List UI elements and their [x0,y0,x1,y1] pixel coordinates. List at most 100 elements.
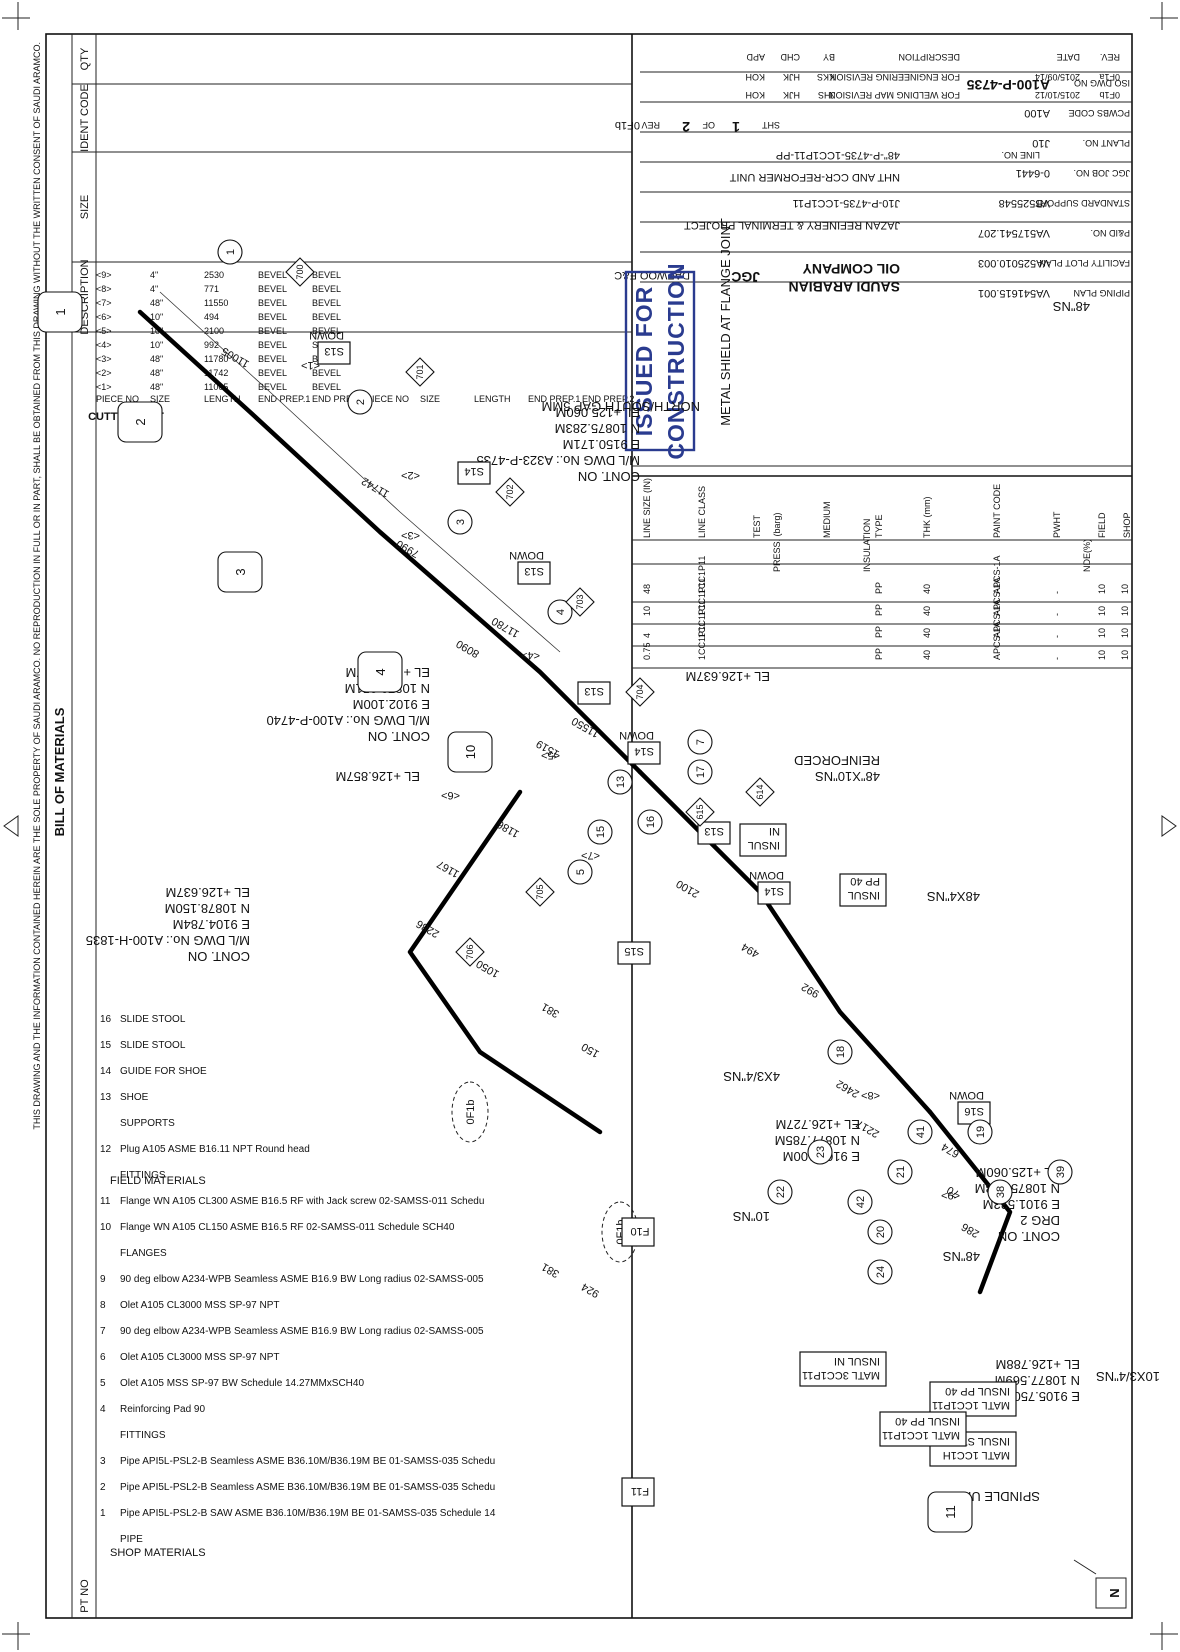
line-table-nde-header: NDE(%) [1082,539,1092,572]
north-arrow: N [1073,1559,1127,1609]
cutting-cell: <2> [96,368,112,378]
support-label: S13 [324,345,344,357]
bom-row-description: FITTINGS [120,1170,166,1181]
weld-diamond [745,777,775,807]
ref-value: A100-P-4735 [967,77,1050,93]
continuation-note: M/L DWG No.: A100-P-4740 [266,713,430,728]
support-tag [627,741,661,765]
weld-tag: <6> [441,789,460,801]
spindle-note: SPINDLE UP [963,1489,1040,1504]
line-table-paint: APCS-1A [992,621,1002,660]
item-circle-label: 5 [575,869,587,875]
ref-label: PIPING PLAN [1073,288,1130,298]
coordinate-note: EL +126.727M [776,1117,860,1132]
cutting-cell: BEVEL [258,284,287,294]
cutting-cell: BEVEL [258,368,287,378]
cutting-header: END PREP.2 [312,394,364,404]
stamp-line-2: CONSTRUCTION [663,262,689,459]
cutting-cell: BEVEL [258,270,287,280]
title-of-label: OF [702,120,715,130]
bom-row-description: Plug A105 ASME B16.11 NPT Round head [120,1144,310,1155]
ref-value: 0-6441 [1016,167,1050,179]
item-circle [637,809,663,835]
dimension-value: 381 [540,1260,562,1280]
item-circle-label: 24 [875,1266,887,1278]
sheet-border [45,33,1133,1619]
cutting-cell: BEVEL [258,312,287,322]
item-circle [827,1039,853,1065]
material-text: MATL 3CC1P11 [802,1369,880,1381]
weld-diamond [405,357,435,387]
pipe-tail [927,1109,1013,1295]
bom-row-pt: 6 [100,1352,106,1363]
item-circle [807,1139,833,1165]
line-table-header: SHOP [1122,512,1132,538]
cutting-cell: <7> [96,298,112,308]
rev-header: DATE [1057,52,1080,62]
cutting-cell: 992 [204,340,219,350]
continuation-note: CONT. ON [188,949,250,964]
down-label: DOWN [619,729,654,741]
title-sht-label: SHT [761,120,780,130]
bom-row-pt: 4 [100,1404,106,1415]
support-tag [577,681,611,705]
material-text: INSUL PP 40 [895,1415,960,1427]
ref-label: P&ID NO. [1090,228,1130,238]
support-tag [517,561,551,585]
pipe-10-branch [407,789,603,1135]
bom-row-description: SLIDE STOOL [120,1040,186,1051]
cutting-header: LENGTH [474,394,511,404]
line-table-class: 1CC1P11 [697,556,707,594]
weld-diamond-label: 614 [755,784,765,799]
continuation-note: N 10875.283M [555,421,640,436]
line-table-size: 10 [642,606,652,616]
item-circle [687,729,713,755]
weld-diamond [685,797,715,827]
rev-cell: HJK [783,90,800,100]
assembly-bubble [37,291,83,333]
cutting-cell: BEVEL [312,326,341,336]
title-project: JAZAN REFINERY & TERMINAL PROJECT [684,219,900,231]
rev-cell: 2015/09/14 [1035,72,1080,82]
reinforced-label: REINFORCED [794,753,880,768]
bom-row-pt: 16 [100,1014,112,1025]
line-table-field: 10 [1097,606,1107,616]
item-circle [867,1219,893,1245]
down-label: DOWN [509,549,544,561]
item-circle [447,509,473,535]
item-circle [967,1119,993,1145]
flange-tag-label: F11 [631,1485,649,1497]
revision-rows: REV.DATEDESCRIPTIONBYCHDAPD0F1b2015/10/1… [632,52,1132,467]
line-table-size: 0.75 [642,642,652,660]
insulation-text: NI [769,825,780,837]
material-text: INSUL NI [834,1355,880,1367]
support-tag [457,461,491,485]
north-arrow-frame [1095,1577,1127,1609]
cutting-cell: BEVEL [312,284,341,294]
support-label: S16 [964,1105,984,1117]
revision-cloud [451,1081,489,1143]
pipe-48-main [137,309,643,775]
weld-tag: <3> [401,529,420,541]
line-table-type: PP [874,648,884,660]
support-label: S15 [624,945,644,957]
line-table-paint: APCS-1A [992,599,1002,638]
continuation-note: EL +125.060M [976,1165,1060,1180]
rev-header: DESCRIPTION [898,52,960,62]
item-circle-label: 38 [995,1186,1007,1198]
support-label: S13 [524,565,544,577]
cutting-cell: 771 [204,284,219,294]
title-rev-label: REV [641,120,660,130]
bom-row-description: Olet A105 CL3000 MSS SP-97 NPT [120,1300,280,1311]
ns-label: 4X3/4"NS [723,1069,780,1084]
item-circle-label: 39 [1055,1166,1067,1178]
dimension-value: 2100 [674,877,701,900]
bom-row-pt: 12 [100,1144,112,1155]
title-sht: 1 [732,119,740,135]
down-label: DOWN [309,329,344,341]
line-table-pwht: - [1052,635,1062,638]
support-label: S14 [464,465,484,477]
line-table-shop: 10 [1120,628,1130,638]
